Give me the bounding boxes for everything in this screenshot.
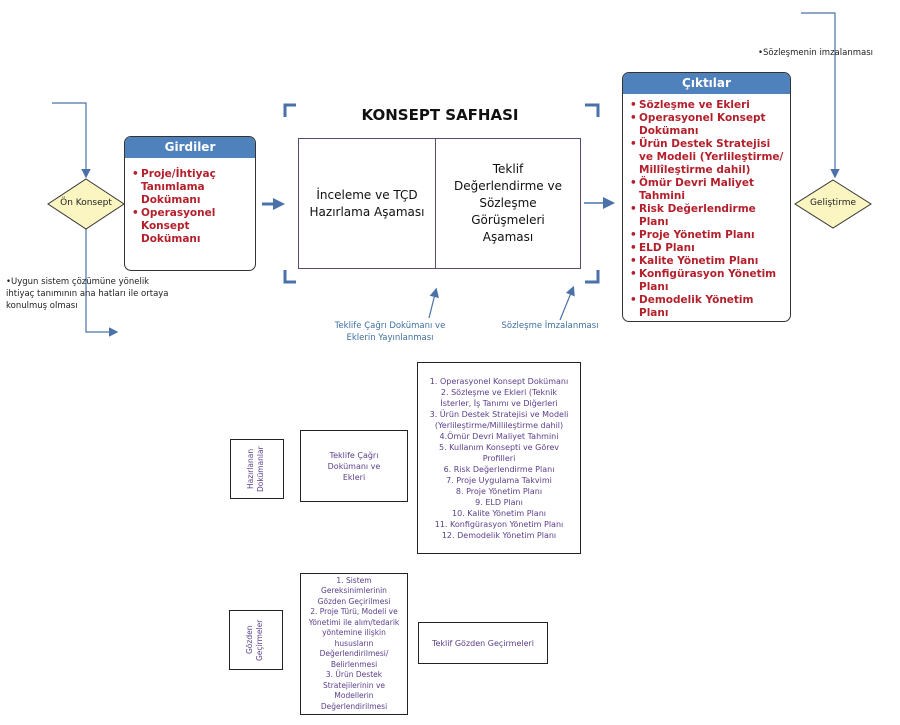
doc-item: 8. Proje Yönetim Planı	[455, 486, 543, 496]
outputs-title: Çıktılar	[623, 73, 790, 94]
output-item: Proje Yönetim Planı	[630, 229, 784, 242]
start-node-label: Ön Konsept	[60, 198, 112, 208]
start-note: •Uygun sistem çözümüne yönelik ihtiyaç t…	[6, 277, 169, 311]
milestone-1: Teklife Çağrı Dokümanı ve Eklerin Yayınl…	[334, 321, 446, 343]
bracket-br	[585, 270, 600, 284]
entry-arrow	[52, 102, 91, 179]
exit-arrow-left	[85, 229, 119, 337]
prepared-docs-label: Hazırlanan Dokümanlar	[246, 446, 265, 492]
proposal-review-box: Teklif Gözden Geçirmeleri	[418, 622, 548, 664]
output-item: Operasyonel Konsept Dokümanı	[630, 112, 784, 138]
call-doc-box: Teklife Çağrı Dokümanı ve Ekleri	[300, 430, 408, 502]
output-item: Demodelik Yönetim Planı	[630, 294, 784, 320]
inputs-title: Girdiler	[125, 137, 255, 158]
inputs-card: Girdiler Proje/İhtiyaç Tanımlama Doküman…	[124, 136, 256, 271]
reviews-list: 1. Sistem Gereksinimlerinin Gözden Geçir…	[300, 573, 408, 715]
entry-arrow-right	[801, 12, 840, 179]
review-item: 2. Proje Türü, Modeli ve Yönetimi ile al…	[308, 607, 400, 669]
outputs-card: Çıktılar Sözleşme ve Ekleri Operasyonel …	[622, 72, 791, 322]
milestone-2: Sözleşme İmzalanması	[501, 321, 599, 331]
end-node-label: Geliştirme	[809, 198, 857, 208]
proposal-review-label: Teklif Gözden Geçirmeleri	[431, 638, 535, 648]
output-item: Risk Değerlendirme Planı	[630, 203, 784, 229]
end-note: •Sözleşmenin imzalanması	[758, 48, 873, 58]
doc-item: 5. Kullanım Konsepti ve Görev Profilleri	[438, 442, 559, 463]
doc-item: 11. Konfigürasyon Yönetim Planı	[434, 519, 564, 529]
milestone-arrow-1	[428, 287, 439, 319]
phase-title: KONSEPT SAFHASI	[361, 106, 519, 124]
milestone-arrow-2	[559, 285, 575, 321]
input-item: Proje/İhtiyaç Tanımlama Dokümanı	[132, 168, 249, 207]
output-item: Ömür Devri Maliyet Tahmini	[630, 177, 784, 203]
reviews-label: Gözden Geçirmeler	[245, 619, 264, 661]
doc-item: 3. Ürün Destek Stratejisi ve Modeli (Yer…	[429, 409, 569, 430]
doc-item: 2. Sözleşme ve Ekleri (Teknik İsterler, …	[440, 387, 558, 408]
doc-item: 4.Ömür Devri Maliyet Tahmini	[439, 431, 559, 441]
prepared-docs-list: 1. Operasyonel Konsept Dokümanı 2. Sözle…	[417, 362, 581, 554]
prepared-docs-label-box: Hazırlanan Dokümanlar	[230, 439, 284, 499]
doc-item: 7. Proje Uygulama Takvimi	[446, 475, 552, 485]
review-item: 3. Ürün Destek Stratejilerinin ve Modell…	[320, 670, 388, 711]
call-doc-label: Teklife Çağrı Dokümanı ve Ekleri	[327, 450, 381, 482]
end-diamond	[794, 179, 872, 229]
bracket-tr	[585, 103, 600, 117]
review-item: 1. Sistem Gereksinimlerinin Gözden Geçir…	[317, 575, 391, 606]
output-item: Kalite Yönetim Planı	[630, 255, 784, 268]
bracket-bl	[283, 270, 296, 284]
stage-2: Teklif Değerlendirme ve Sözleşme Görüşme…	[435, 139, 580, 268]
phase-stages: İnceleme ve TÇD Hazırlama Aşaması Teklif…	[298, 138, 581, 269]
bracket-tl	[283, 103, 296, 117]
doc-item: 6. Risk Değerlendirme Planı	[443, 464, 555, 474]
output-item: ELD Planı	[630, 242, 784, 255]
output-item: Konfigürasyon Yönetim Planı	[630, 268, 784, 294]
output-item: Ürün Destek Stratejisi ve Modeli (Yerlil…	[630, 138, 784, 177]
doc-item: 10. Kalite Yönetim Planı	[452, 508, 546, 518]
start-diamond	[47, 178, 125, 230]
doc-item: 1. Operasyonel Konsept Dokümanı	[429, 376, 569, 386]
input-item: Operasyonel Konsept Dokümanı	[132, 207, 249, 246]
stage-1: İnceleme ve TÇD Hazırlama Aşaması	[309, 187, 425, 219]
doc-item: 9. ELD Planı	[475, 497, 523, 507]
reviews-label-box: Gözden Geçirmeler	[229, 610, 283, 670]
output-item: Sözleşme ve Ekleri	[630, 99, 784, 112]
doc-item: 12. Demodelik Yönetim Planı	[441, 530, 557, 540]
